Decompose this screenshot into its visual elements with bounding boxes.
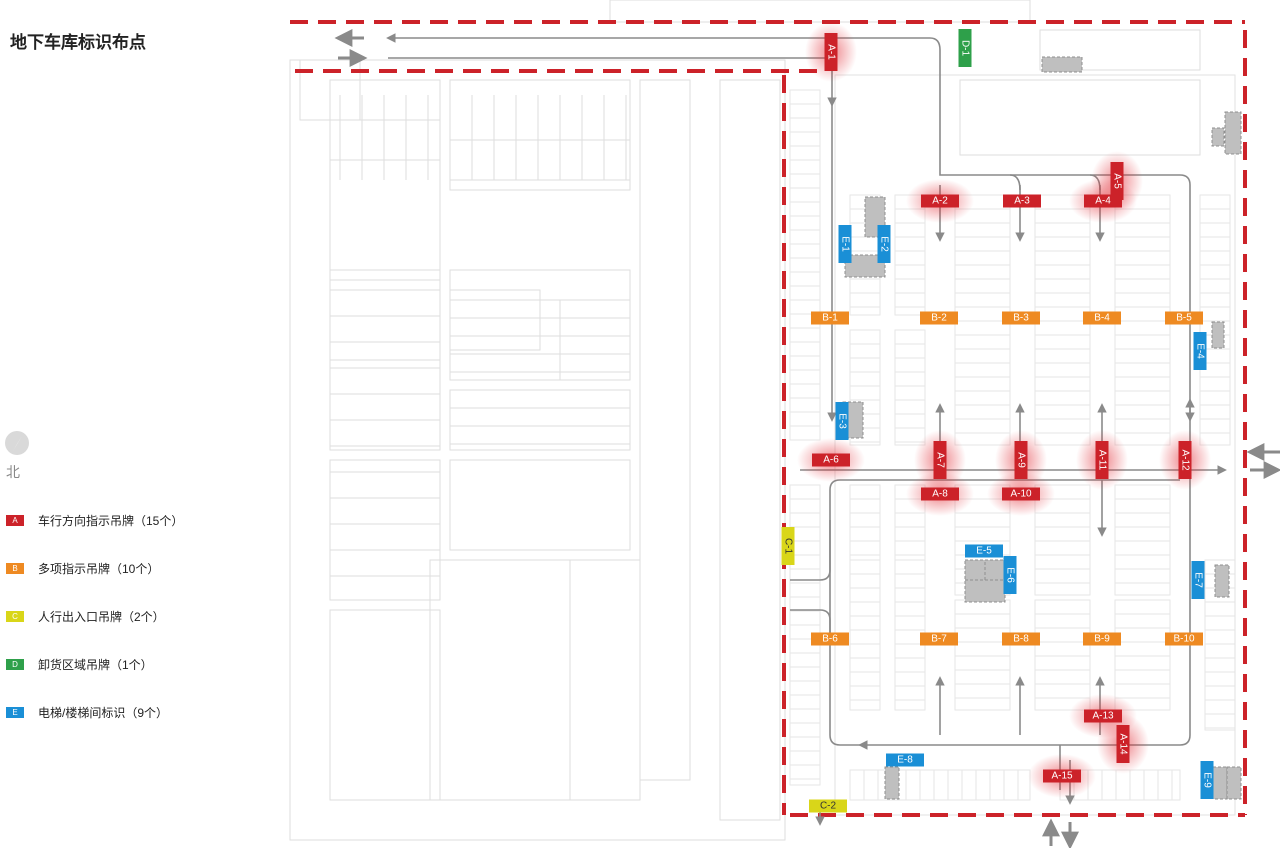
- sign-label: E-8: [897, 755, 913, 766]
- sign-label: A-6: [823, 455, 839, 466]
- legend-item-e: E 电梯/楼梯间标识（9个）: [6, 704, 168, 720]
- sign-label: D-1: [960, 40, 971, 57]
- sign-e-3[interactable]: E-3: [835, 402, 849, 440]
- elevator-stair-cores: [842, 56, 1242, 800]
- legend-swatch: E: [6, 706, 24, 718]
- sign-e-7[interactable]: E-7: [1191, 561, 1205, 599]
- legend-item-b: B 多项指示吊牌（10个）: [6, 560, 159, 576]
- sign-a-15[interactable]: A-15: [1043, 769, 1081, 783]
- sign-a-5[interactable]: A-5: [1110, 162, 1124, 200]
- sign-label: B-8: [1013, 634, 1029, 645]
- sign-label: A-3: [1014, 196, 1030, 207]
- sign-a-9[interactable]: A-9: [1014, 441, 1028, 479]
- legend-swatch: B: [6, 562, 24, 574]
- sign-a-13[interactable]: A-13: [1084, 709, 1122, 723]
- legend-item-a: A 车行方向指示吊牌（15个）: [6, 512, 183, 528]
- sign-a-12[interactable]: A-12: [1178, 441, 1192, 479]
- sign-label: C-1: [783, 538, 794, 555]
- sign-b-10[interactable]: B-10: [1165, 632, 1203, 646]
- sign-label: E-7: [1193, 572, 1204, 588]
- legend-label: 卸货区域吊牌（1个）: [38, 657, 153, 672]
- legend-label: 车行方向指示吊牌（15个）: [38, 513, 184, 528]
- sign-a-2[interactable]: A-2: [921, 194, 959, 208]
- building-outline: [289, 0, 1201, 841]
- sign-label: B-6: [822, 634, 838, 645]
- sign-e-4[interactable]: E-4: [1193, 332, 1207, 370]
- sign-a-11[interactable]: A-11: [1095, 441, 1109, 479]
- sign-b-4[interactable]: B-4: [1083, 311, 1121, 325]
- sign-label: E-6: [1005, 567, 1016, 583]
- legend-swatch: D: [6, 658, 24, 670]
- sign-e-9[interactable]: E-9: [1200, 761, 1214, 799]
- legend-swatch: C: [6, 610, 24, 622]
- sign-b-9[interactable]: B-9: [1083, 632, 1121, 646]
- sign-label: E-2: [879, 236, 890, 252]
- sign-b-5[interactable]: B-5: [1165, 311, 1203, 325]
- legend-label: 多项指示吊牌（10个）: [38, 561, 160, 576]
- sign-label: E-9: [1202, 772, 1213, 788]
- sign-label: A-2: [932, 196, 948, 207]
- sign-label: A-14: [1118, 733, 1129, 755]
- sign-e-2[interactable]: E-2: [877, 225, 891, 263]
- sign-label: E-5: [976, 546, 992, 557]
- sign-label: A-15: [1051, 771, 1073, 782]
- sign-b-1[interactable]: B-1: [811, 311, 849, 325]
- sign-label: A-12: [1180, 449, 1191, 471]
- sign-label: A-8: [932, 489, 948, 500]
- sign-label: B-1: [822, 313, 838, 324]
- sign-a-3[interactable]: A-3: [1003, 194, 1041, 208]
- north-arrow-icon: [5, 431, 29, 455]
- sign-a-1[interactable]: A-1: [824, 33, 838, 71]
- sign-label: E-4: [1195, 343, 1206, 359]
- legend-label: 人行出入口吊牌（2个）: [38, 609, 165, 624]
- sign-label: A-9: [1016, 452, 1027, 468]
- sign-label: A-11: [1097, 450, 1108, 471]
- sign-label: A-10: [1010, 489, 1032, 500]
- sign-label: A-13: [1092, 711, 1114, 722]
- sign-label: B-10: [1173, 634, 1195, 645]
- sign-label: A-4: [1095, 196, 1111, 207]
- sign-a-10[interactable]: A-10: [1002, 487, 1040, 501]
- legend-item-c: C 人行出入口吊牌（2个）: [6, 608, 165, 624]
- sign-markers: A-1A-2 A-3 A-4A-5A-6 A-7A-8 A-9A-10 A-11 A-12A…: [781, 29, 1214, 813]
- sign-a-6[interactable]: A-6: [812, 453, 850, 467]
- sign-e-6[interactable]: E-6: [1003, 556, 1017, 594]
- sign-b-6[interactable]: B-6: [811, 632, 849, 646]
- sign-a-7[interactable]: A-7: [933, 441, 947, 479]
- sign-b-2[interactable]: B-2: [920, 311, 958, 325]
- sign-b-3[interactable]: B-3: [1002, 311, 1040, 325]
- sign-d-1[interactable]: D-1: [958, 29, 972, 67]
- sign-label: B-3: [1013, 313, 1029, 324]
- sign-label: A-1: [826, 44, 837, 60]
- sign-label: B-4: [1094, 313, 1110, 324]
- sign-a-8[interactable]: A-8: [921, 487, 959, 501]
- legend-label: 电梯/楼梯间标识（9个）: [38, 705, 169, 720]
- north-label: 北: [6, 464, 20, 480]
- sign-c-1[interactable]: C-1: [781, 527, 795, 565]
- sign-label: A-7: [935, 452, 946, 468]
- sign-label: C-2: [820, 801, 837, 812]
- sign-b-7[interactable]: B-7: [920, 632, 958, 646]
- sign-label: B-7: [931, 634, 947, 645]
- sign-label: E-1: [840, 236, 851, 252]
- sign-a-14[interactable]: A-14: [1116, 725, 1130, 763]
- sign-label: B-9: [1094, 634, 1110, 645]
- sign-label: E-3: [837, 413, 848, 429]
- sign-b-8[interactable]: B-8: [1002, 632, 1040, 646]
- legend-swatch: A: [6, 514, 24, 526]
- sign-label: A-5: [1112, 173, 1123, 189]
- sign-c-2[interactable]: C-2: [809, 799, 847, 813]
- sign-label: B-2: [931, 313, 947, 324]
- sign-label: B-5: [1176, 313, 1192, 324]
- sign-e-8[interactable]: E-8: [886, 753, 924, 767]
- legend-item-d: D 卸货区域吊牌（1个）: [6, 656, 153, 672]
- garage-boundary: [290, 20, 1247, 817]
- page-title: 地下车库标识布点: [10, 33, 146, 52]
- sign-e-5[interactable]: E-5: [965, 544, 1003, 558]
- sign-e-1[interactable]: E-1: [838, 225, 852, 263]
